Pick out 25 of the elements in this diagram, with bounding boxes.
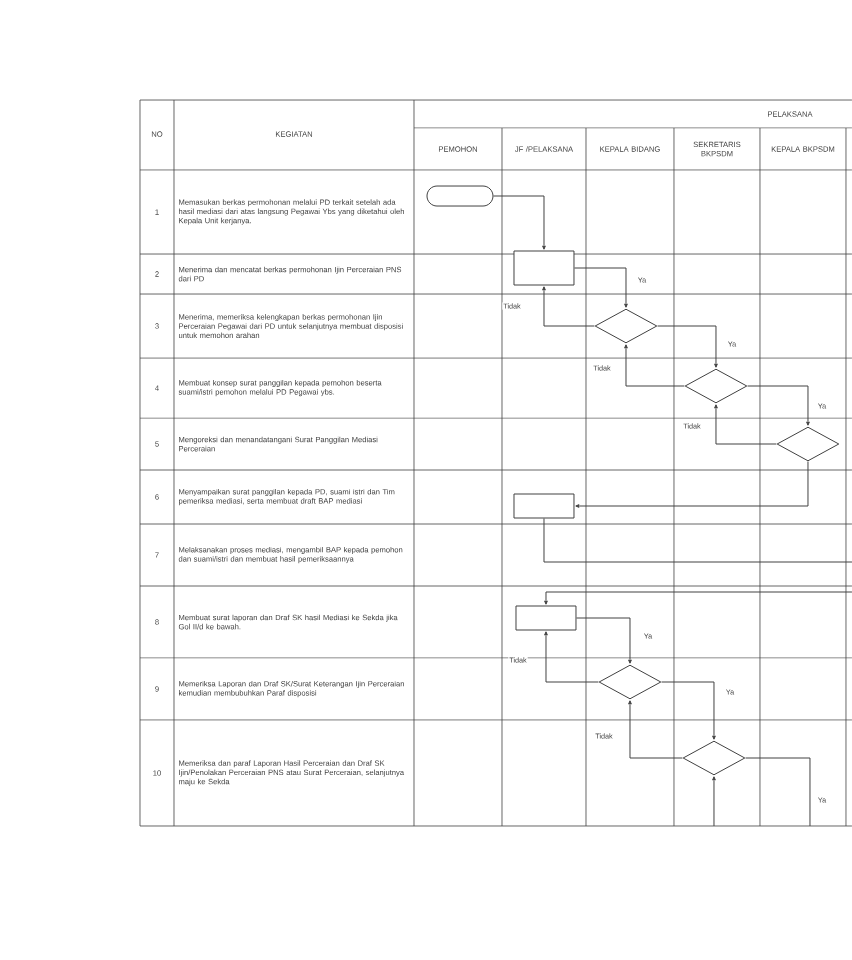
arrow <box>747 385 810 426</box>
decision-diamond <box>594 308 658 344</box>
arrow <box>624 344 685 387</box>
terminator-box <box>426 185 494 207</box>
arrow <box>574 267 628 308</box>
decision-diamond <box>684 368 748 404</box>
arrow <box>542 286 595 327</box>
arrow <box>576 617 632 664</box>
connector-line <box>543 518 852 563</box>
decision-diamond <box>598 664 662 700</box>
arrow <box>628 700 683 759</box>
arrow <box>657 325 718 368</box>
arrow <box>575 461 809 508</box>
arrow <box>661 681 716 740</box>
arrow <box>544 591 852 605</box>
arrow <box>714 404 777 445</box>
process-box <box>513 250 575 286</box>
arrow <box>493 195 546 250</box>
process-box <box>515 605 577 631</box>
decision-diamond <box>682 740 746 776</box>
process-box <box>513 493 575 519</box>
arrow <box>544 631 599 683</box>
connector-line <box>745 757 811 827</box>
decision-diamond <box>776 426 840 462</box>
arrow <box>712 776 716 827</box>
